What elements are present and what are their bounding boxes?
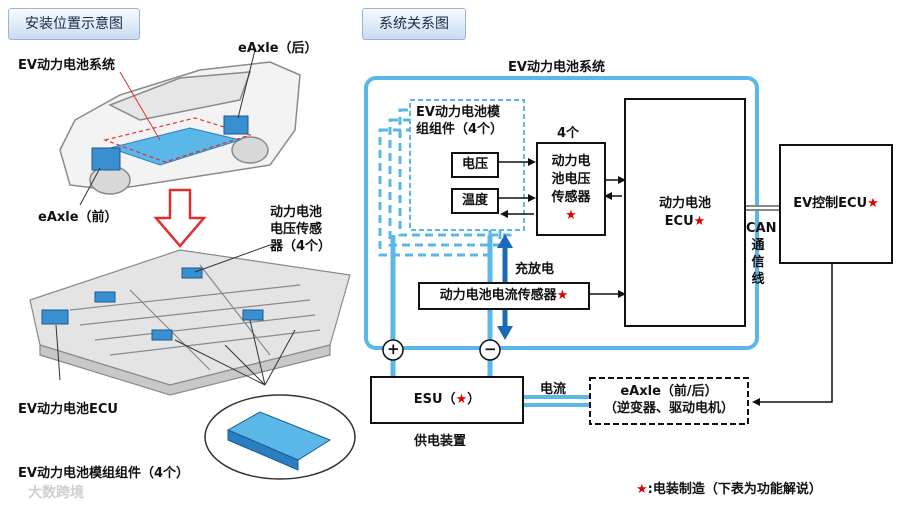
callout-voltage-sensor: 动力电池 电压传感 器（4个） <box>270 205 332 254</box>
current-sensor-box: 动力电池电流传感器★ <box>418 282 590 310</box>
plus-label: + <box>387 340 400 358</box>
tray-voltage-sensor-3 <box>151 329 173 341</box>
current-sensor-star-icon: ★ <box>556 288 569 303</box>
system-title: EV动力电池系统 <box>508 60 605 75</box>
temperature-box: 温度 <box>451 188 499 214</box>
callout-module: EV动力电池模组组件（4个） <box>18 466 189 481</box>
sensor-count: 4个 <box>557 126 580 141</box>
tray-voltage-sensor-1 <box>181 267 203 279</box>
tray-ecu <box>41 309 69 325</box>
positive-terminal-icon <box>382 339 404 361</box>
callout-ev-system: EV动力电池系统 <box>18 58 115 73</box>
eaxle-box-frame <box>589 377 749 425</box>
callout-eaxle-front: eAxle（前） <box>38 210 118 225</box>
eaxle-rear-shape <box>223 115 249 135</box>
eaxle-box-label: eAxle（前/后） （逆变器、驱动电机） <box>603 384 734 416</box>
battery-ecu-box: 动力电池 ECU★ <box>624 98 746 327</box>
can-line-label: CAN 通 信 线 <box>746 221 777 287</box>
callout-eaxle-rear: eAxle（后） <box>238 41 318 56</box>
tab-system-relation[interactable]: 系统关系图 <box>362 8 466 40</box>
watermark: 大数跨境 <box>28 485 84 501</box>
negative-terminal-icon <box>479 339 501 361</box>
battery-ecu-star-icon: ★ <box>693 213 706 229</box>
voltage-sensor-star-icon: ★ <box>565 208 577 223</box>
legend: ★:电装制造（下表为功能解说） <box>636 482 822 497</box>
eaxle-front-shape <box>91 147 121 171</box>
legend-star-icon: ★ <box>636 482 648 497</box>
tray-voltage-sensor-2 <box>242 309 264 321</box>
esu-star-icon: ★ <box>455 392 468 407</box>
down-arrow-icon <box>153 188 207 248</box>
voltage-box: 电压 <box>451 152 499 178</box>
ev-system-frame <box>364 76 759 350</box>
car-battery-pack <box>108 127 242 166</box>
ev-control-ecu-star-icon: ★ <box>867 196 879 211</box>
tray-voltage-sensor-4 <box>94 291 116 303</box>
current-label: 电流 <box>540 382 567 397</box>
charge-discharge-label: 充放电 <box>515 262 555 277</box>
minus-label: − <box>484 340 497 358</box>
module-group-label: EV动力电池模 组组件（4个） <box>416 105 504 137</box>
voltage-sensor-box: 动力电 池电压 传感器 ★ <box>536 142 606 236</box>
callout-ecu: EV动力电池ECU <box>18 402 118 417</box>
power-supply-label: 供电装置 <box>414 434 467 449</box>
tab-installation-diagram[interactable]: 安装位置示意图 <box>8 8 140 40</box>
esu-box: ESU（★） <box>370 376 524 424</box>
ev-control-ecu-box: EV控制ECU★ <box>779 144 893 264</box>
